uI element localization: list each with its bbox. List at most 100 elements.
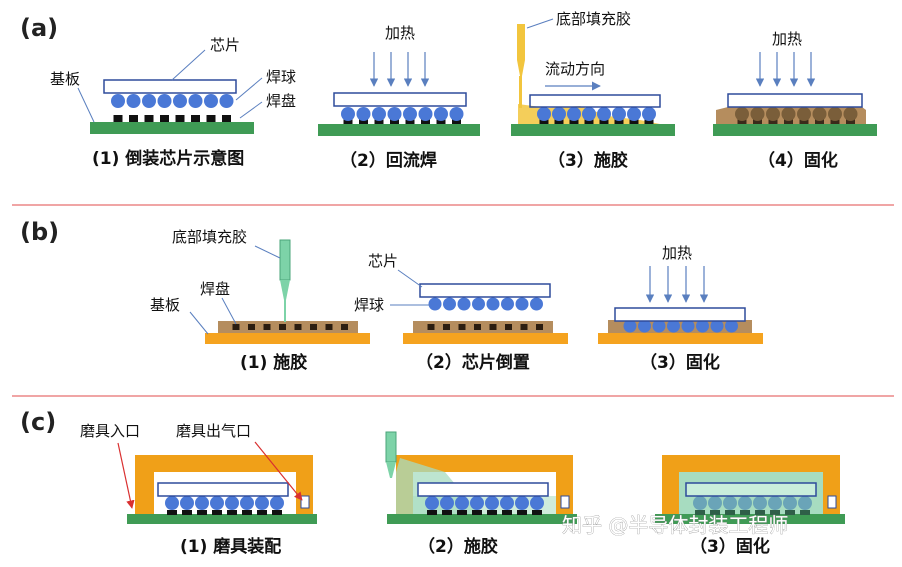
pad bbox=[427, 510, 437, 515]
b3-heat-label: 加热 bbox=[662, 244, 692, 262]
b1-underfill-label: 底部填充胶 bbox=[172, 228, 247, 246]
solder-ball bbox=[781, 107, 796, 121]
b3-curing: 加热 （3）固化 bbox=[598, 244, 763, 373]
b2-chip-flip: 芯片 焊球 （2）芯片倒置 bbox=[354, 252, 568, 373]
c2-mold bbox=[396, 455, 573, 514]
a1-ball-label: 焊球 bbox=[266, 68, 296, 86]
c1-vent bbox=[300, 495, 310, 509]
c1-caption: (1) 磨具装配 bbox=[180, 536, 281, 557]
a1-chip-label: 芯片 bbox=[210, 36, 240, 54]
solder-ball bbox=[428, 297, 442, 311]
a2-heat-label: 加热 bbox=[385, 24, 415, 42]
c2-chip bbox=[417, 482, 549, 497]
pad bbox=[325, 324, 333, 330]
solder-ball bbox=[708, 496, 722, 510]
b2-chip-leader bbox=[397, 269, 423, 288]
pad bbox=[710, 510, 720, 515]
a2-substrate bbox=[318, 124, 480, 136]
solder-ball bbox=[552, 107, 566, 121]
c2-substrate bbox=[387, 514, 577, 524]
solder-ball bbox=[157, 94, 172, 108]
c1-chip bbox=[157, 482, 289, 497]
c3-mold bbox=[662, 455, 840, 514]
c2-needle-tip bbox=[386, 462, 396, 478]
c1-solder-balls bbox=[165, 496, 284, 510]
section-a: (a) 芯片 基板 焊球 焊盘 (1) 倒装芯片示意图 加热 （2）回流焊 bbox=[20, 10, 877, 171]
solder-ball bbox=[567, 107, 581, 121]
pad bbox=[257, 510, 267, 515]
pad bbox=[489, 324, 497, 330]
b1-pads bbox=[232, 324, 348, 330]
pad bbox=[487, 510, 497, 515]
c2-pads bbox=[427, 510, 542, 515]
solder-ball bbox=[612, 107, 626, 121]
b3-substrate bbox=[598, 333, 763, 344]
solder-ball bbox=[443, 297, 456, 311]
a3-solder-balls bbox=[537, 107, 656, 121]
a3-flow-label: 流动方向 bbox=[545, 60, 605, 78]
c2-solder-balls bbox=[425, 496, 544, 510]
solder-ball bbox=[693, 496, 707, 510]
b3-heat-arrows bbox=[645, 266, 709, 303]
a2-solder-balls bbox=[341, 107, 464, 121]
a1-flip-chip-schematic: 芯片 基板 焊球 焊盘 (1) 倒装芯片示意图 bbox=[50, 36, 296, 169]
solder-ball bbox=[341, 107, 355, 121]
b1-substrate-label: 基板 bbox=[150, 296, 180, 314]
solder-ball bbox=[434, 107, 448, 121]
a3-needle-body bbox=[517, 24, 525, 60]
a1-caption: (1) 倒装芯片示意图 bbox=[92, 148, 244, 169]
a1-pads bbox=[113, 115, 231, 122]
pad bbox=[182, 510, 192, 515]
c1-mold-assembly: 磨具入口 磨具出气口 (1) 磨具装配 bbox=[80, 422, 317, 557]
c1-substrate bbox=[127, 514, 317, 524]
solder-ball bbox=[623, 319, 637, 333]
pad bbox=[785, 510, 795, 515]
pad bbox=[175, 115, 185, 122]
c1-outlet-arrow bbox=[254, 441, 303, 501]
b1-pad-leader bbox=[221, 297, 237, 325]
solder-ball bbox=[372, 107, 386, 121]
pad bbox=[227, 510, 237, 515]
pad bbox=[113, 115, 123, 122]
pad bbox=[472, 510, 482, 515]
solder-ball bbox=[440, 496, 454, 510]
solder-ball bbox=[627, 107, 641, 121]
pad bbox=[160, 115, 169, 122]
solder-ball bbox=[723, 496, 737, 510]
b2-caption: （2）芯片倒置 bbox=[416, 352, 530, 373]
solder-ball bbox=[425, 496, 439, 510]
solder-ball bbox=[204, 94, 218, 108]
section-b-tag: (b) bbox=[20, 218, 59, 246]
b2-solder-balls bbox=[428, 297, 543, 311]
solder-ball bbox=[537, 107, 551, 121]
a3-substrate bbox=[511, 124, 675, 136]
pad bbox=[770, 510, 780, 515]
pad bbox=[129, 115, 138, 122]
solder-ball bbox=[738, 496, 752, 510]
solder-ball bbox=[449, 107, 464, 121]
solder-ball bbox=[597, 107, 611, 121]
c3-substrate bbox=[655, 514, 845, 524]
a1-substrate-label: 基板 bbox=[50, 70, 80, 88]
pad bbox=[442, 510, 452, 515]
a3-underfill-label: 底部填充胶 bbox=[556, 10, 631, 28]
a1-solder-balls bbox=[111, 94, 234, 108]
solder-ball bbox=[667, 319, 680, 333]
b1-dispensing: 底部填充胶 基板 焊盘 (1) 施胶 bbox=[150, 228, 370, 373]
a4-heat-arrows bbox=[755, 52, 816, 87]
c3-curing: （3）固化 bbox=[655, 455, 845, 557]
pad bbox=[248, 324, 255, 330]
solder-ball bbox=[240, 496, 254, 510]
b1-pad-label: 焊盘 bbox=[200, 280, 230, 298]
solder-ball bbox=[255, 496, 269, 510]
a1-substrate bbox=[90, 122, 254, 134]
pad bbox=[457, 510, 467, 515]
solder-ball bbox=[638, 319, 651, 333]
a1-pad-leader bbox=[239, 101, 263, 119]
c1-inlet-label: 磨具入口 bbox=[80, 422, 140, 440]
b2-pads bbox=[427, 324, 543, 330]
pad bbox=[263, 324, 271, 330]
solder-ball bbox=[472, 297, 485, 311]
b1-substrate-leader bbox=[189, 311, 209, 335]
solder-ball bbox=[455, 496, 469, 510]
